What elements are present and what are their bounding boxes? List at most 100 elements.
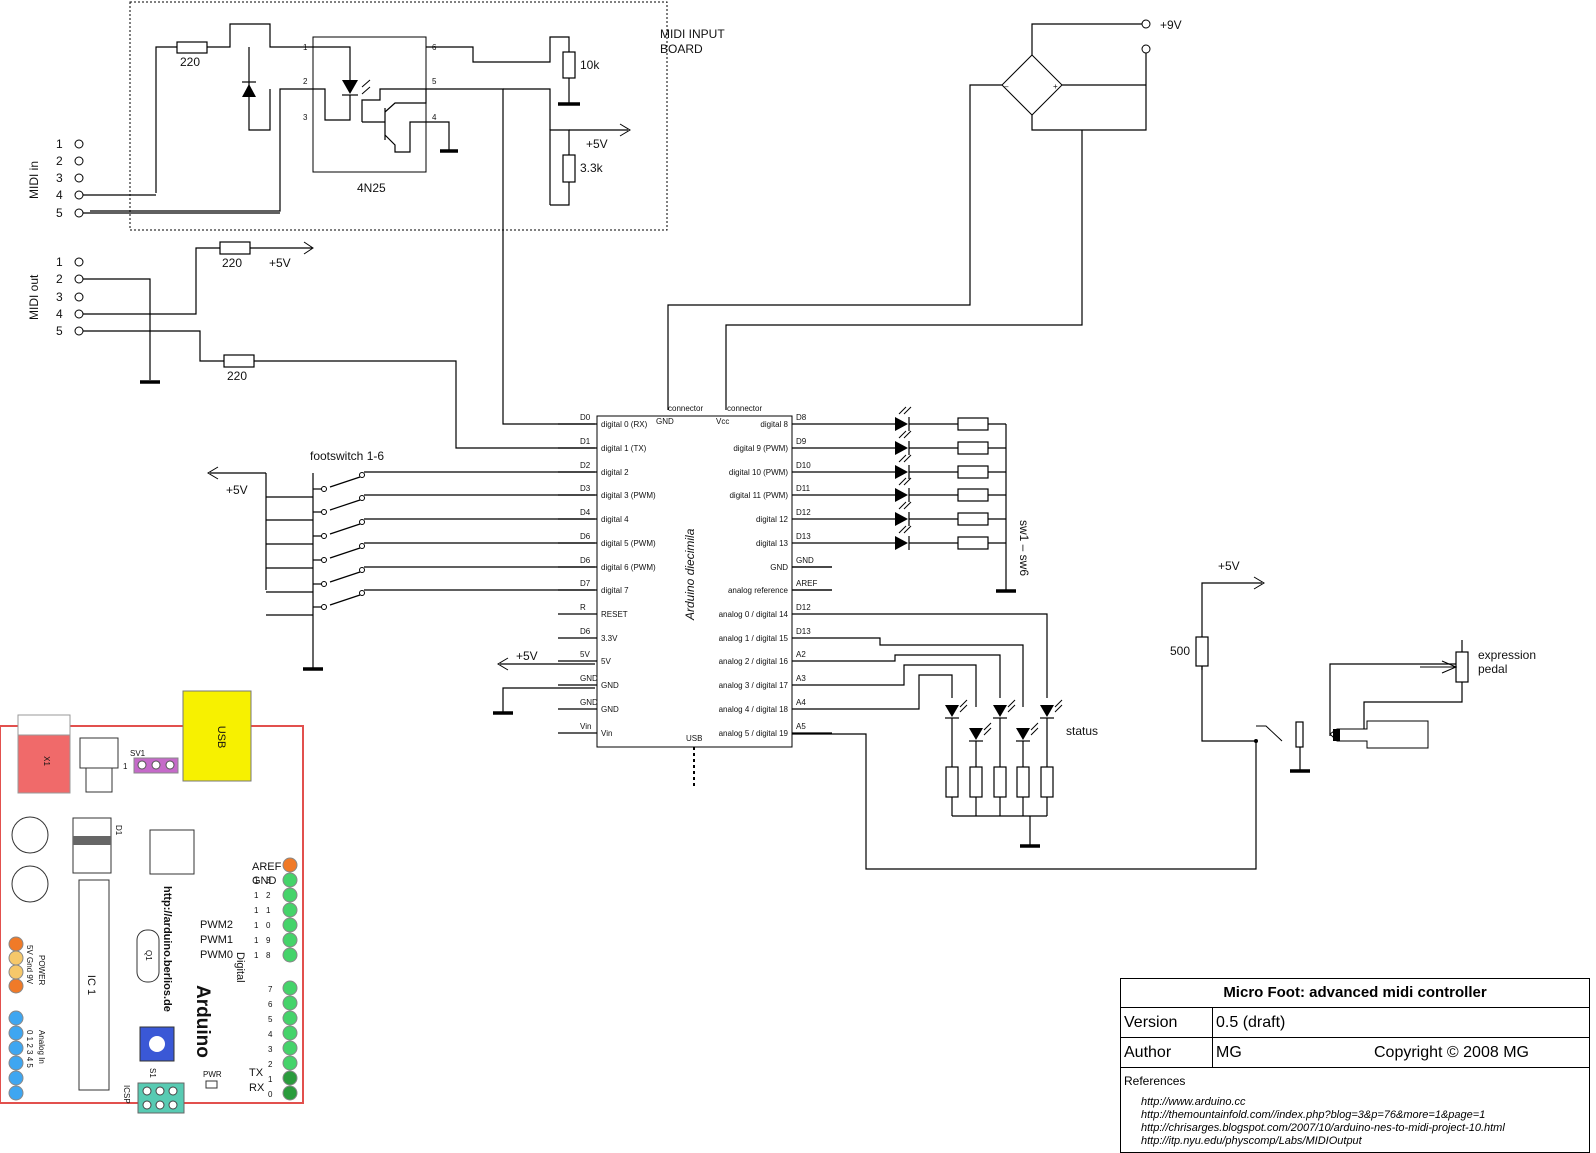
- footswitch-5v-label: +5V: [226, 483, 248, 497]
- digital-header-pin: [282, 1070, 298, 1086]
- analog-header-pin: [8, 1010, 24, 1026]
- midi-out-pin-3: 3: [56, 290, 63, 304]
- arduino-right-pin-outer: A4: [796, 698, 806, 707]
- arduino-right-pin-label: digital 10 (PWM): [729, 468, 788, 477]
- footswitch-contact: [321, 533, 327, 539]
- arduino-left-pin-outer: R: [580, 603, 586, 612]
- board-icsp-label: ICSP: [122, 1085, 131, 1104]
- midi-input-board-title-1: MIDI INPUT: [660, 27, 725, 41]
- board-ic1: [78, 879, 110, 1091]
- board-digital-label: Digital: [234, 952, 246, 983]
- expression-label-1: expression: [1478, 648, 1536, 662]
- arduino-right-pin-label: GND: [770, 563, 788, 572]
- board-pin-number: 2: [268, 1060, 273, 1069]
- footswitch-lever: [329, 571, 361, 583]
- midi-in-pin-3: 3: [56, 171, 63, 185]
- board-x1-label: X1: [42, 756, 51, 766]
- indicator-led: [895, 417, 908, 431]
- power-bridge: +9V – +: [667, 18, 1182, 410]
- board-usb-label: USB: [215, 726, 227, 749]
- arduino-left-pin-label: digital 7: [601, 586, 629, 595]
- arduino-left-pin-outer: D2: [580, 461, 591, 470]
- title-block-title: Micro Foot: advanced midi controller: [1121, 979, 1589, 1008]
- switch-leds-label: sw1 – sw6: [1017, 520, 1031, 576]
- power-header-pin: [8, 936, 24, 952]
- board-pwm0-label: PWM0: [200, 949, 233, 961]
- midi-in-pin-4: 4: [56, 188, 63, 202]
- footswitch-lever: [329, 499, 361, 511]
- indicator-led: [895, 488, 908, 502]
- copyright: Copyright © 2008 MG: [1374, 1044, 1529, 1061]
- status-led-bank: [832, 613, 1063, 848]
- resistor-10k-label: 10k: [580, 58, 600, 72]
- board-pin-number: 8: [266, 951, 271, 960]
- led-resistor: [957, 465, 989, 479]
- footswitch-contact: [359, 495, 365, 501]
- indicator-led: [895, 465, 908, 479]
- footswitch-contact: [321, 557, 327, 563]
- reference-link[interactable]: http://www.arduino.cc: [1141, 1096, 1246, 1108]
- protection-diode: [242, 84, 256, 97]
- footswitch-label: footswitch 1-6: [310, 449, 384, 463]
- resistor-220-out-bottom-label: 220: [227, 369, 247, 383]
- led-resistor: [957, 488, 989, 502]
- board-pin-number: 0: [266, 921, 271, 930]
- board-tx-label: TX: [249, 1067, 264, 1079]
- board-sv1-label: SV1: [130, 749, 146, 758]
- reference-link[interactable]: http://itp.nyu.edu/physcomp/Labs/MIDIOut…: [1141, 1135, 1362, 1147]
- reference-link[interactable]: http://chrisarges.blogspot.com/2007/10/a…: [1141, 1122, 1505, 1134]
- svg-text:–: –: [1004, 82, 1009, 91]
- indicator-led: [895, 512, 908, 526]
- status-led: [993, 705, 1007, 717]
- digital-header-pin: [282, 995, 298, 1011]
- arduino-left-pin-outer: D0: [580, 413, 591, 422]
- resistor-220-out-top-label: 220: [222, 256, 242, 270]
- expression-label-2: pedal: [1478, 662, 1507, 676]
- arduino-left-pin-label: digital 4: [601, 515, 629, 524]
- arduino-left-pin-label: Vin: [601, 729, 612, 738]
- expression-5v-label: +5V: [1218, 559, 1240, 573]
- board-pin-number: 5: [268, 1015, 273, 1024]
- arduino-left-pin-outer: D6: [580, 532, 591, 541]
- status-led: [1016, 728, 1030, 740]
- arduino-right-pin-outer: D13: [796, 627, 811, 636]
- digital-header-pin: [282, 947, 298, 963]
- footswitch-contact: [321, 604, 327, 610]
- board-pin-number: 6: [268, 1000, 273, 1009]
- analog-header-pin: [8, 1070, 24, 1086]
- analog-header-pin: [8, 1055, 24, 1071]
- board-pwr-label: PWR: [203, 1070, 222, 1079]
- digital-header-pin: [282, 1025, 298, 1041]
- arduino-right-pin-label: analog 2 / digital 16: [719, 657, 789, 666]
- arduino-right-pin-label: analog 1 / digital 15: [719, 634, 789, 643]
- reference-link[interactable]: http://themountainfold.com//index.php?bl…: [1141, 1109, 1486, 1121]
- references-label: References: [1124, 1074, 1186, 1088]
- board-usb-connector: [182, 690, 252, 782]
- arduino-left-pin-label: digital 0 (RX): [601, 420, 648, 429]
- resistor-220-out-bottom: [223, 354, 255, 368]
- midi-out-5v-label: +5V: [269, 256, 291, 270]
- status-led: [945, 705, 959, 717]
- jack-plug: [1329, 720, 1429, 749]
- arduino-right-pin-outer: D11: [796, 484, 811, 493]
- board-power-label: POWER: [37, 955, 46, 985]
- digital-header-pin: [282, 980, 298, 996]
- title-block: Micro Foot: advanced midi controller Ver…: [1120, 978, 1590, 1153]
- svg-text:+: +: [1053, 82, 1058, 91]
- jack-socket: [1295, 721, 1304, 748]
- arduino-5v-label: +5V: [516, 649, 538, 663]
- digital-header-pin: [282, 1085, 298, 1101]
- arduino-left-pin-outer: Vin: [580, 722, 591, 731]
- optocoupler-body: [312, 36, 427, 173]
- arduino-left-pin-outer: D6: [580, 556, 591, 565]
- status-resistor: [969, 766, 983, 798]
- arduino-right-pin-outer: D8: [796, 413, 807, 422]
- digital-header-pin: [282, 917, 298, 933]
- board-pin-number: 9: [266, 936, 271, 945]
- status-led: [1040, 705, 1054, 717]
- arduino-left-pin-label: digital 5 (PWM): [601, 539, 656, 548]
- board-pin-number: 0: [268, 1090, 273, 1099]
- board-pin-number: 1: [254, 906, 259, 915]
- digital-header-pin: [282, 1010, 298, 1026]
- midi-in-pin-5: 5: [56, 206, 63, 220]
